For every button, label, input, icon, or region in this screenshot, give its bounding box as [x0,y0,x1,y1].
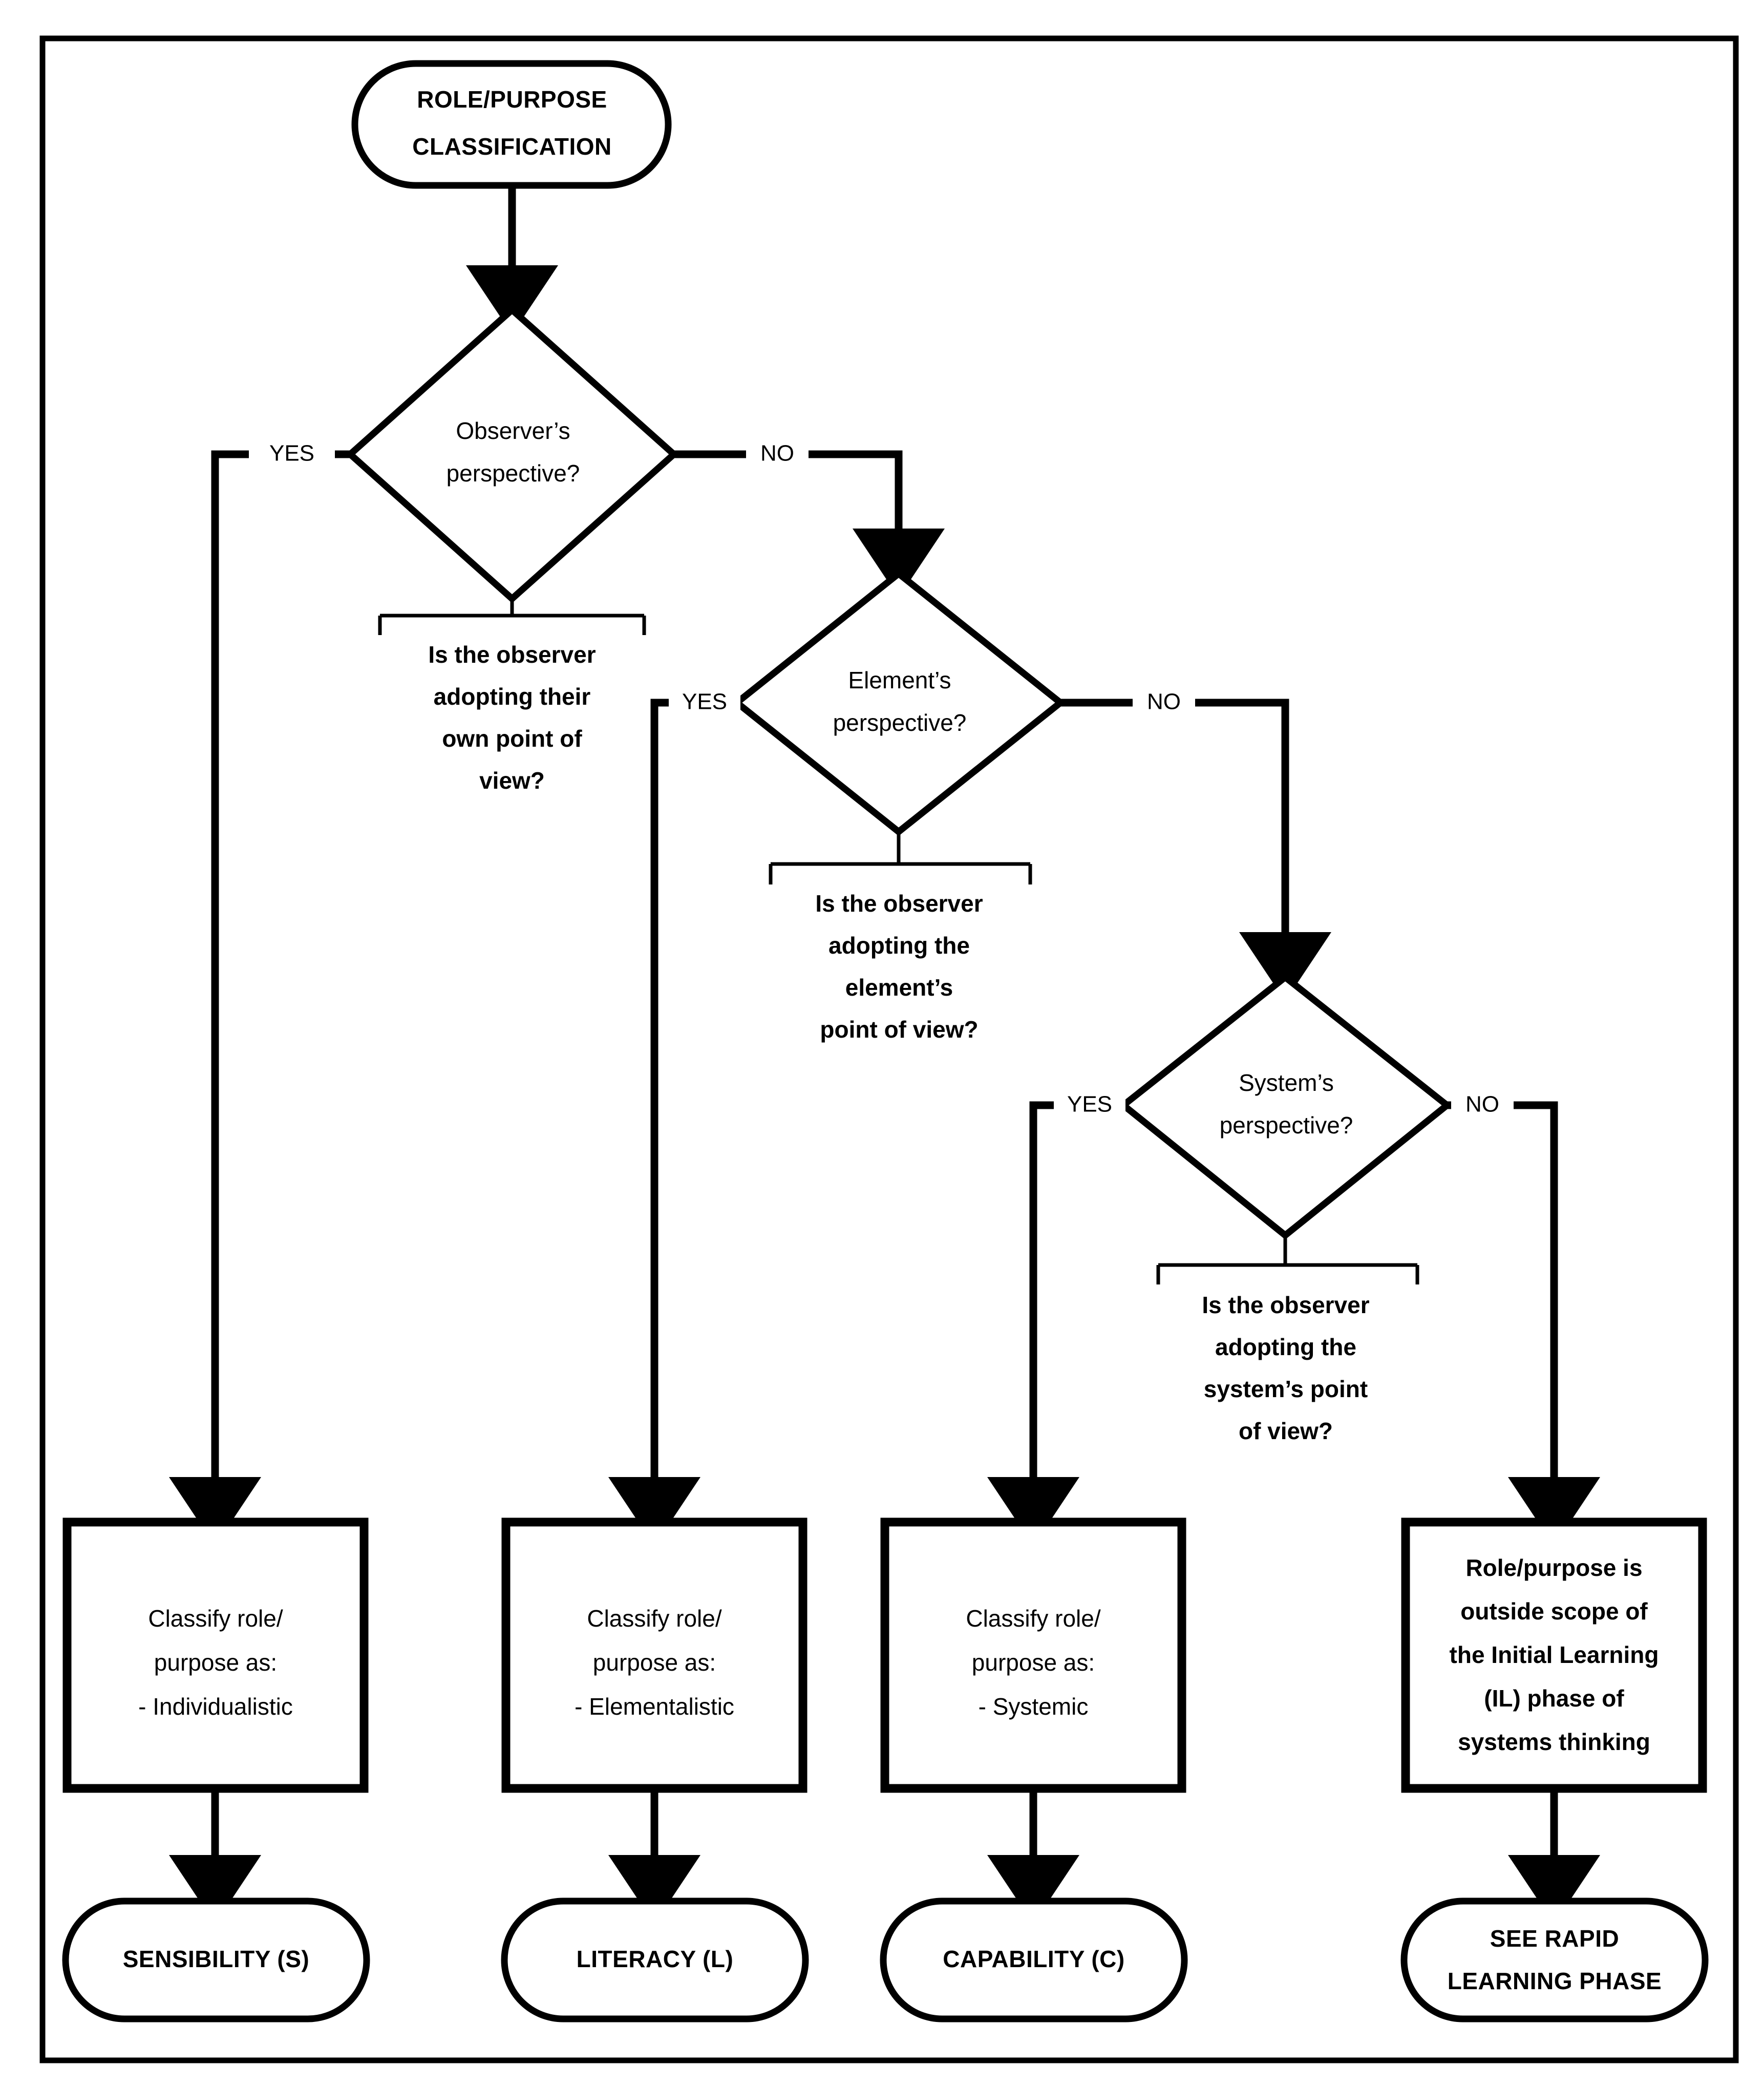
result-box-systemic-line1: Classify role/ [966,1605,1101,1632]
result-box-individualistic-shape [62,1517,369,1793]
note-observer-line1: Is the observer [428,641,596,668]
terminal-capability-label: CAPABILITY (C) [943,1946,1124,1972]
result-box-out-of-scope-line3: the Initial Learning [1450,1641,1659,1668]
terminal-sensibility[interactable]: SENSIBILITY (S) [62,1898,370,2022]
note-system: Is the observer adopting the system’s po… [1202,1292,1369,1444]
outer-frame [39,35,1739,2063]
result-box-systemic-line3: - Systemic [979,1693,1089,1720]
decision-element-line2: perspective? [833,709,967,736]
note-system-line3: system’s point [1204,1376,1368,1402]
decision-element-no-label: NO [1147,689,1181,714]
decision-element-shape [731,569,1066,836]
label-element-no: NO [1133,687,1195,719]
note-element: Is the observer adopting the element’s p… [815,890,983,1043]
terminal-rapid-learning-shape [1400,1898,1709,2022]
note-element-line3: element’s [845,974,953,1001]
start-node[interactable]: ROLE/PURPOSE CLASSIFICATION [351,60,672,189]
decision-observer-no-label: NO [760,441,794,466]
start-node-line2: CLASSIFICATION [412,133,611,160]
edge-observer-no [673,450,945,598]
decision-element-line1: Element’s [848,667,951,693]
note-element-line4: point of view? [820,1016,978,1043]
terminal-capability-shape [880,1898,1188,2022]
result-box-systemic-line2: purpose as: [972,1649,1095,1676]
note-system-line2: adopting the [1215,1334,1356,1360]
start-node-shape [351,60,672,189]
edge-element-yes [608,699,740,1547]
decision-observer-yes-label: YES [269,441,314,466]
label-system-no: NO [1451,1089,1514,1121]
result-box-individualistic-line1: Classify role/ [148,1605,283,1632]
result-box-elementalistic[interactable]: Classify role/ purpose as: - Elementalis… [501,1517,807,1793]
decision-observer[interactable]: Observer’s perspective? [345,305,679,603]
result-box-individualistic[interactable]: Classify role/ purpose as: - Individuali… [62,1517,369,1793]
decision-system-line1: System’s [1239,1069,1334,1096]
terminal-literacy[interactable]: LITERACY (L) [501,1898,809,2022]
label-element-yes: YES [669,687,740,719]
result-box-elementalistic-line3: - Elementalistic [575,1693,734,1720]
start-node-line1: ROLE/PURPOSE [417,86,607,113]
result-box-elementalistic-line1: Classify role/ [587,1605,722,1632]
decision-observer-line2: perspective? [447,460,580,487]
decision-element-yes-label: YES [682,689,727,714]
result-box-systemic-shape [880,1517,1186,1793]
note-system-line4: of view? [1239,1418,1333,1444]
edge-element-no [1060,699,1331,1002]
bracket-system-note [1156,1233,1419,1284]
result-box-out-of-scope-line5: systems thinking [1458,1728,1650,1755]
terminal-capability[interactable]: CAPABILITY (C) [880,1898,1188,2022]
result-box-systemic[interactable]: Classify role/ purpose as: - Systemic [880,1517,1186,1793]
result-box-out-of-scope-line4: (IL) phase of [1484,1685,1624,1712]
result-box-out-of-scope-line2: outside scope of [1460,1598,1648,1625]
result-box-out-of-scope-line1: Role/purpose is [1465,1554,1642,1581]
decision-observer-line1: Observer’s [456,417,570,444]
terminal-sensibility-shape [62,1898,370,2022]
decision-system-no-label: NO [1465,1092,1499,1117]
result-box-out-of-scope[interactable]: Role/purpose is outside scope of the Ini… [1401,1517,1707,1793]
note-observer-line3: own point of [442,725,582,752]
terminal-literacy-shape [501,1898,809,2022]
decision-system-shape [1118,973,1453,1240]
note-element-line2: adopting the [828,932,970,959]
label-observer-no: NO [746,438,809,470]
decision-element[interactable]: Element’s perspective? [731,569,1066,836]
terminal-rapid-learning-line2: LEARNING PHASE [1448,1968,1662,1994]
note-observer-line4: view? [479,767,545,794]
edge-system-yes [987,1101,1127,1547]
note-observer: Is the observer adopting their own point… [428,641,596,794]
decision-system[interactable]: System’s perspective? [1118,973,1453,1240]
edge-observer-yes [169,450,353,1547]
terminal-literacy-label: LITERACY (L) [577,1946,734,1972]
label-system-yes: YES [1054,1089,1125,1121]
result-box-elementalistic-line2: purpose as: [593,1649,716,1676]
result-box-elementalistic-shape [501,1517,807,1793]
decision-system-line2: perspective? [1220,1112,1353,1139]
terminal-rapid-learning-line1: SEE RAPID [1490,1925,1619,1952]
note-element-line1: Is the observer [815,890,983,917]
note-observer-line2: adopting their [434,683,591,710]
edge-system-no [1447,1101,1600,1547]
label-observer-yes: YES [249,438,335,470]
result-box-out-of-scope-shape [1401,1517,1707,1793]
decision-observer-shape [345,305,679,603]
note-system-line1: Is the observer [1202,1292,1369,1318]
bracket-element-note [769,830,1032,884]
result-box-individualistic-line3: - Individualistic [138,1693,293,1720]
terminal-rapid-learning[interactable]: SEE RAPID LEARNING PHASE [1400,1898,1709,2022]
decision-system-yes-label: YES [1067,1092,1112,1117]
terminal-sensibility-label: SENSIBILITY (S) [123,1946,309,1972]
result-box-individualistic-line2: purpose as: [154,1649,277,1676]
